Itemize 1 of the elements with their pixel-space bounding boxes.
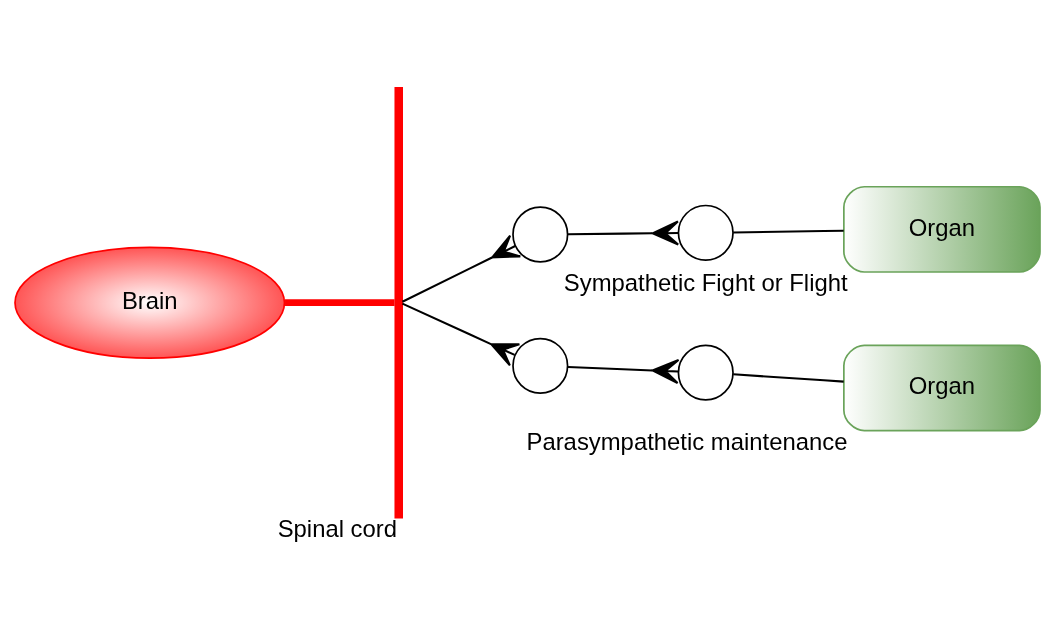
- node-label: Spinal cord: [277, 514, 398, 542]
